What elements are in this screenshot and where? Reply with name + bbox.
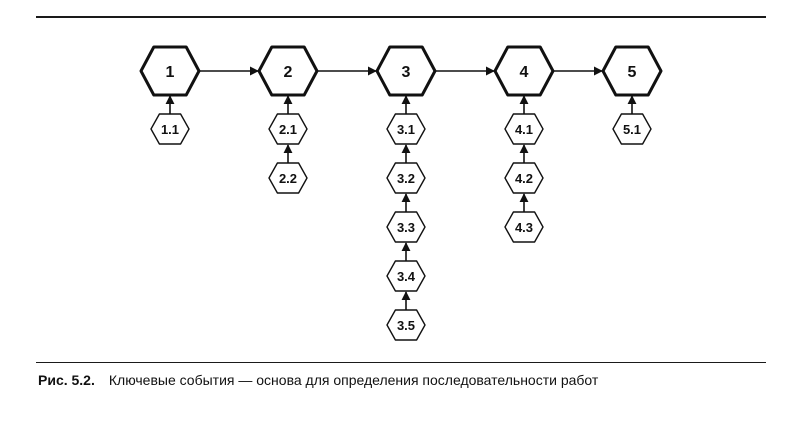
sub-event-3-1-label: 3.1	[397, 122, 415, 137]
key-event-2-label: 2	[284, 64, 293, 81]
sub-event-3-2-shape	[386, 162, 426, 194]
sub-event-3-3-shape	[386, 211, 426, 243]
key-event-3-label: 3	[402, 64, 411, 81]
sub-event-3-4: 3.4	[386, 260, 426, 292]
sub-event-5-1-label: 5.1	[623, 122, 641, 137]
sub-event-2-1: 2.1	[268, 113, 308, 145]
sub-event-3-1-shape	[386, 113, 426, 145]
sub-event-3-3-label: 3.3	[397, 220, 415, 235]
sub-event-2-2-shape	[268, 162, 308, 194]
key-event-5: 5	[601, 45, 663, 97]
sub-event-2-2: 2.2	[268, 162, 308, 194]
figure-caption: Рис. 5.2. Ключевые события — основа для о…	[38, 371, 598, 389]
key-event-2: 2	[257, 45, 319, 97]
sub-event-3-4-shape	[386, 260, 426, 292]
key-event-5-label: 5	[628, 64, 637, 81]
sub-event-5-1-shape	[612, 113, 652, 145]
key-event-3-shape	[375, 45, 437, 97]
sub-event-4-1: 4.1	[504, 113, 544, 145]
sub-event-3-2: 3.2	[386, 162, 426, 194]
sub-event-2-1-label: 2.1	[279, 122, 297, 137]
key-event-4: 4	[493, 45, 555, 97]
key-event-5-shape	[601, 45, 663, 97]
key-event-2-shape	[257, 45, 319, 97]
sub-event-4-1-shape	[504, 113, 544, 145]
key-event-1: 1	[139, 45, 201, 97]
key-event-1-shape	[139, 45, 201, 97]
key-events-diagram: 1 1.1 2 2.1 2.2 3 3.1 3.2 3.3 3.4 3.5 4 4.1 4.2 4.3 5 5.…	[139, 45, 663, 341]
sub-event-3-2-label: 3.2	[397, 171, 415, 186]
sub-event-4-3: 4.3	[504, 211, 544, 243]
sub-event-1-1-label: 1.1	[161, 122, 179, 137]
sub-event-3-5-shape	[386, 309, 426, 341]
sub-event-1-1-shape	[150, 113, 190, 145]
sub-event-4-2: 4.2	[504, 162, 544, 194]
sub-event-4-3-label: 4.3	[515, 220, 533, 235]
sub-event-3-5: 3.5	[386, 309, 426, 341]
sub-event-3-4-label: 3.4	[397, 269, 416, 284]
sub-event-3-5-label: 3.5	[397, 318, 415, 333]
key-event-1-label: 1	[166, 64, 175, 81]
sub-event-5-1: 5.1	[612, 113, 652, 145]
key-event-3: 3	[375, 45, 437, 97]
key-event-4-label: 4	[520, 64, 529, 81]
sub-event-4-1-label: 4.1	[515, 122, 533, 137]
top-rule	[36, 16, 766, 18]
sub-event-3-3: 3.3	[386, 211, 426, 243]
caption-label: Рис. 5.2.	[38, 372, 95, 388]
sub-event-1-1: 1.1	[150, 113, 190, 145]
sub-event-4-2-label: 4.2	[515, 171, 533, 186]
bottom-rule	[36, 362, 766, 363]
sub-event-4-2-shape	[504, 162, 544, 194]
key-event-4-shape	[493, 45, 555, 97]
sub-event-2-1-shape	[268, 113, 308, 145]
sub-event-3-1: 3.1	[386, 113, 426, 145]
sub-event-4-3-shape	[504, 211, 544, 243]
sub-event-2-2-label: 2.2	[279, 171, 297, 186]
caption-text: Ключевые события — основа для определени…	[108, 372, 599, 388]
